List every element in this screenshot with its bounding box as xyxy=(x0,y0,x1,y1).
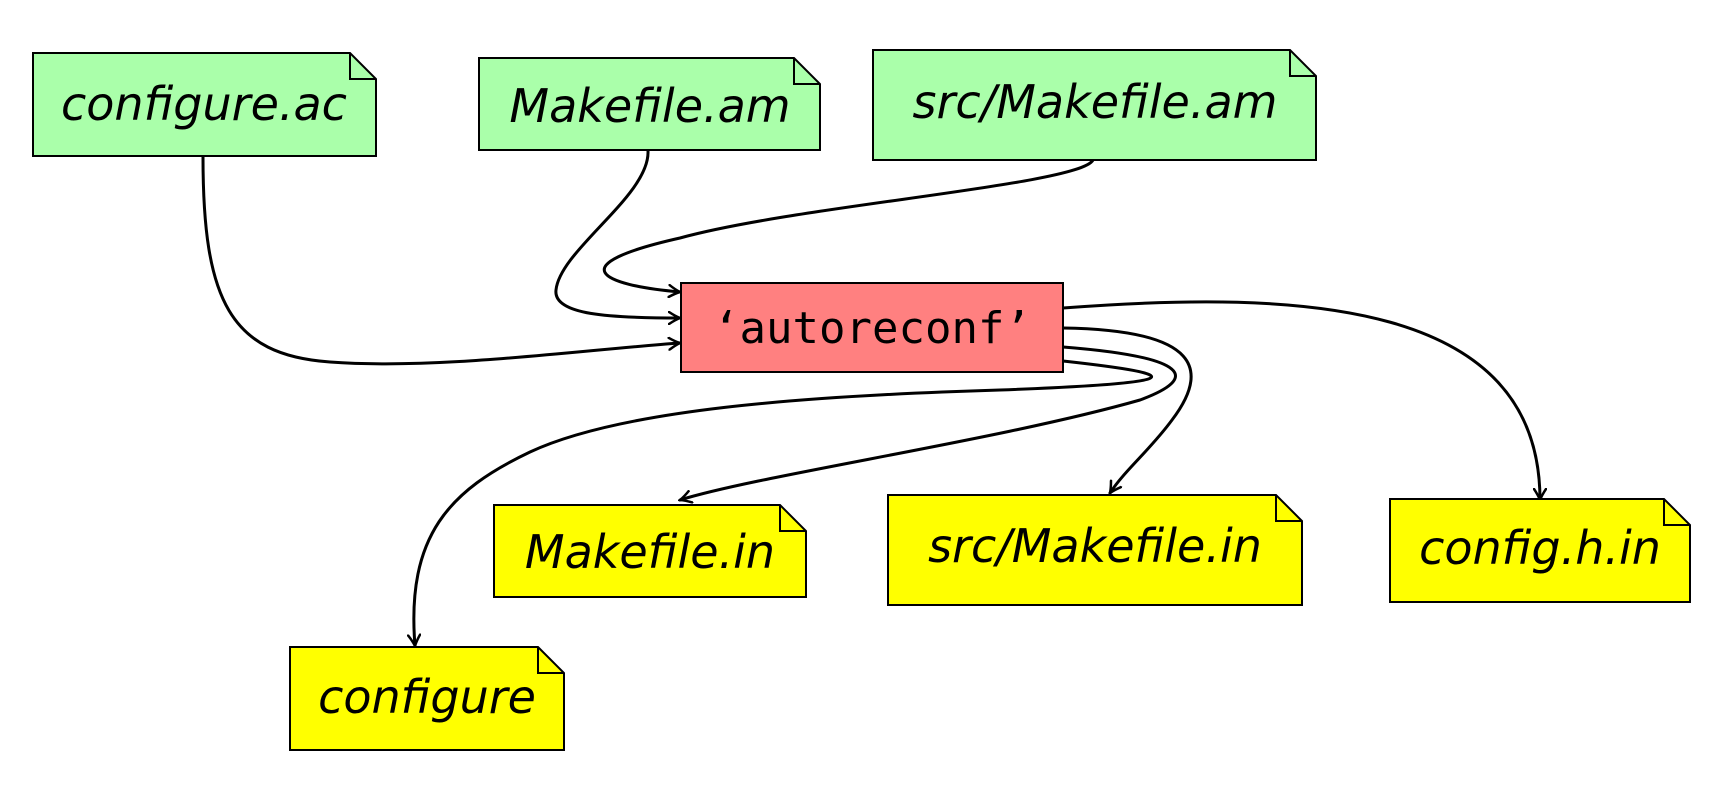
note-shape-src-makefile-in xyxy=(887,494,1303,606)
label-configure-ac: configure.ac xyxy=(61,77,347,131)
note-shape-configure-ac xyxy=(32,52,377,157)
node-makefile-am: Makefile.am xyxy=(478,57,821,151)
node-autoreconf: ‘autoreconf’ xyxy=(680,282,1064,373)
edge-makefile-am-to-autoreconf xyxy=(554,149,680,318)
note-shape-config-h-in xyxy=(1389,498,1691,603)
note-fold-makefile-am xyxy=(793,58,820,85)
node-configure-ac: configure.ac xyxy=(32,52,377,157)
box-autoreconf xyxy=(680,282,1064,373)
label-src-makefile-in: src/Makefile.in xyxy=(928,519,1262,573)
note-shape-makefile-in xyxy=(493,504,807,598)
note-shape-src-makefile-am xyxy=(872,49,1317,161)
edge-configure-ac-to-autoreconf xyxy=(201,155,680,366)
node-configure: configure xyxy=(289,646,565,751)
node-config-h-in: config.h.in xyxy=(1389,498,1691,603)
label-configure: configure xyxy=(318,670,536,724)
edge-autoreconf-to-config-h-in xyxy=(1061,300,1540,500)
label-src-makefile-am: src/Makefile.am xyxy=(913,75,1278,129)
node-makefile-in: Makefile.in xyxy=(493,504,807,598)
note-fold-makefile-in xyxy=(779,505,806,532)
note-shape-makefile-am xyxy=(478,57,821,151)
edge-autoreconf-to-src-makefile-in xyxy=(1061,326,1193,493)
note-fold-configure-ac xyxy=(349,53,376,80)
edge-src-makefile-am-to-autoreconf xyxy=(602,158,1095,292)
edge-autoreconf-to-makefile-in xyxy=(680,345,1177,500)
note-fold-config-h-in xyxy=(1663,499,1690,526)
node-src-makefile-in: src/Makefile.in xyxy=(887,494,1303,606)
label-makefile-in: Makefile.in xyxy=(525,525,775,579)
note-fold-configure xyxy=(537,647,564,674)
edge-autoreconf-to-configure xyxy=(414,359,1153,646)
label-config-h-in: config.h.in xyxy=(1419,521,1661,575)
label-autoreconf: ‘autoreconf’ xyxy=(713,303,1031,354)
node-src-makefile-am: src/Makefile.am xyxy=(872,49,1317,161)
label-makefile-am: Makefile.am xyxy=(509,79,790,133)
note-fold-src-makefile-in xyxy=(1275,495,1302,522)
note-shape-configure xyxy=(289,646,565,751)
note-fold-src-makefile-am xyxy=(1289,50,1316,77)
